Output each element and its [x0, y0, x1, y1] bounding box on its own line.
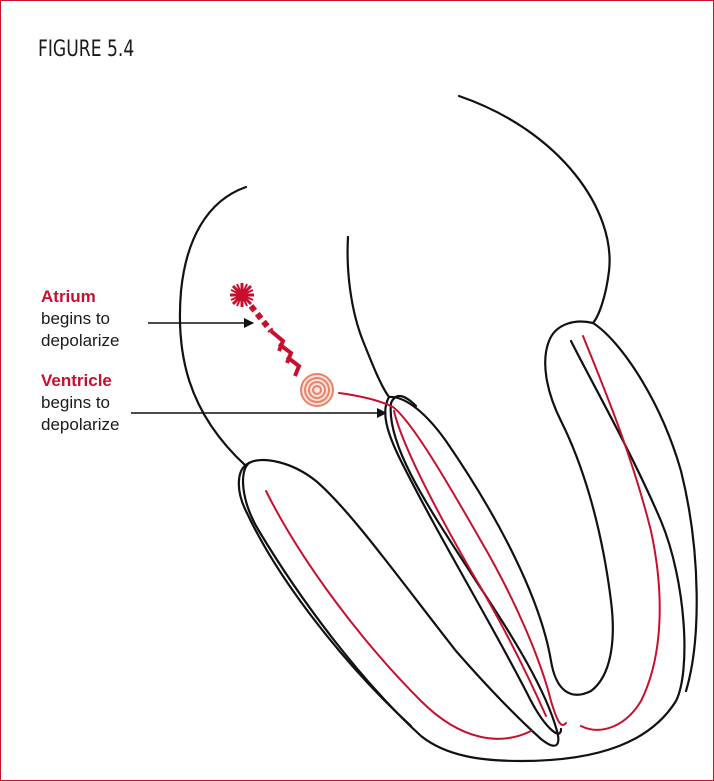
sa-node-starburst [230, 283, 254, 307]
impulse-dash-path [251, 306, 271, 331]
atrium-outline [180, 187, 246, 466]
ventricular-septum [389, 322, 613, 695]
conduction-outer-branch [266, 491, 531, 739]
septum-left-edge [385, 397, 561, 734]
conduction-left-branch [394, 411, 546, 716]
septum-outline [348, 237, 389, 397]
left-band-inner [239, 463, 411, 726]
left-ventricle-wall [249, 396, 558, 746]
impulse-chevrons [271, 331, 299, 376]
av-node-spiral [301, 374, 333, 406]
conduction-right-branch [581, 336, 660, 730]
upper-heart-outline [459, 96, 610, 323]
